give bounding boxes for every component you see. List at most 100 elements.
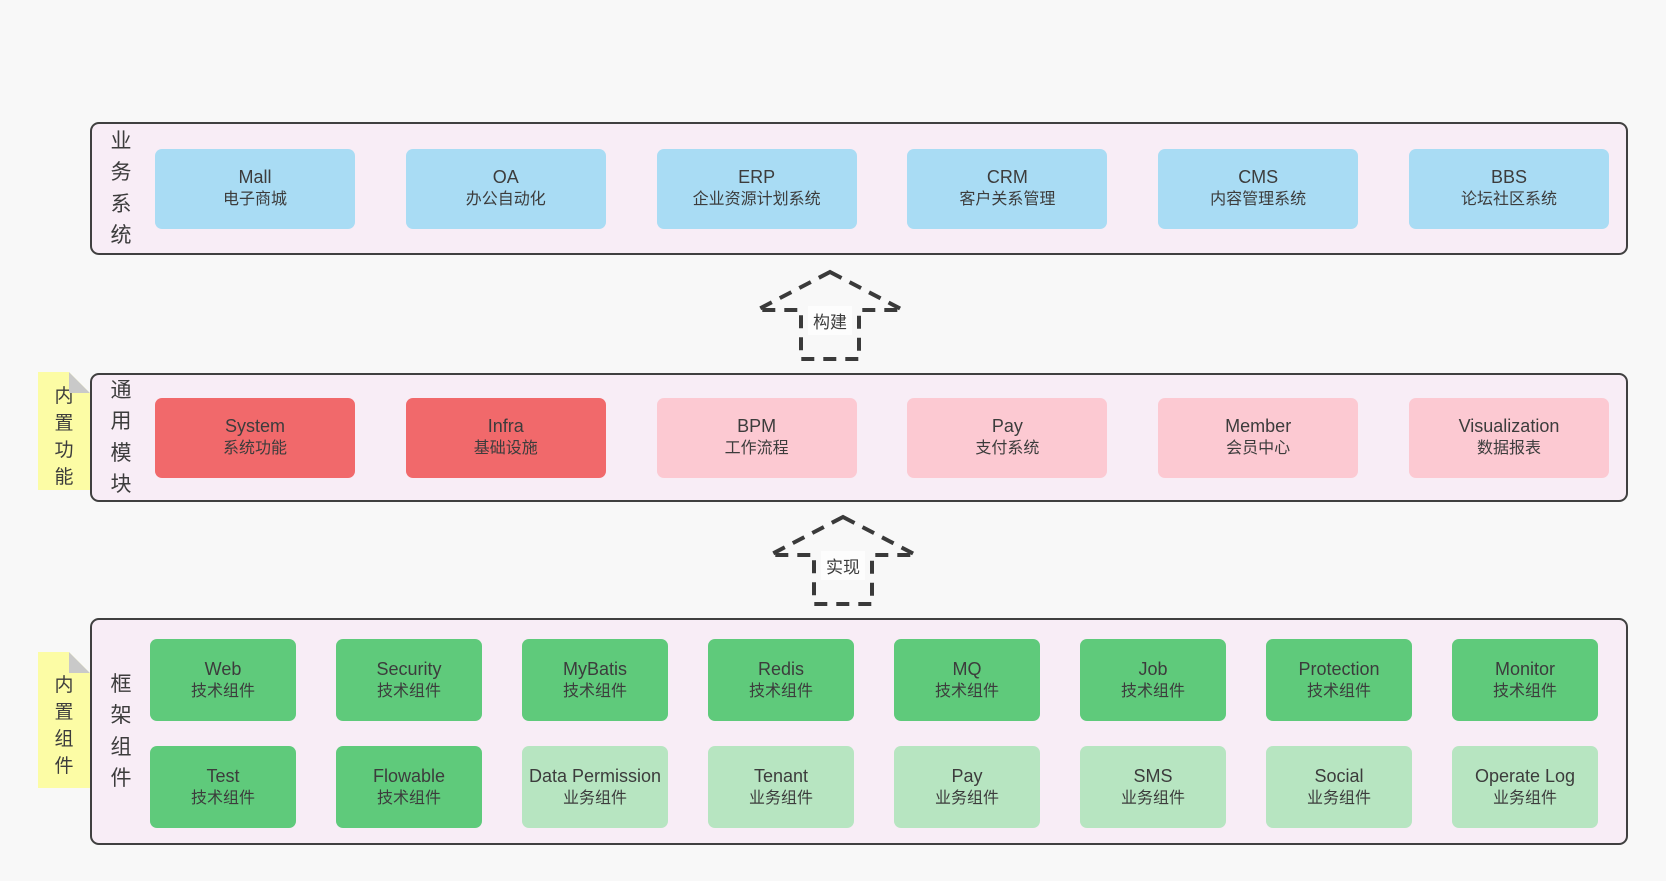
box-title: MQ xyxy=(952,658,982,679)
arrow-up-build: 构建 xyxy=(755,268,905,363)
box-social: Social 业务组件 xyxy=(1266,746,1412,828)
box-subtitle: 业务组件 xyxy=(748,789,813,807)
box-subtitle: 技术组件 xyxy=(1120,682,1185,700)
box-title: Flowable xyxy=(372,765,446,786)
box-bpm: BPM 工作流程 xyxy=(656,397,857,478)
box-title: MyBatis xyxy=(562,658,627,679)
arrow-up-implement: 实现 xyxy=(768,513,918,608)
box-job: Job 技术组件 xyxy=(1080,639,1226,721)
box-subtitle: 会员中心 xyxy=(1226,440,1291,458)
box-member: Member 会员中心 xyxy=(1158,397,1359,478)
box-subtitle: 技术组件 xyxy=(376,682,441,700)
box-subtitle: 技术组件 xyxy=(190,789,255,807)
components-row-1: Web 技术组件 Security 技术组件 MyBatis 技术组件 Redi… xyxy=(150,639,1598,721)
box-title: ERP xyxy=(738,167,776,188)
box-title: Monitor xyxy=(1494,658,1556,679)
arrow-build-label: 构建 xyxy=(808,306,852,335)
box-title: Operate Log xyxy=(1474,765,1576,786)
box-sms: SMS 业务组件 xyxy=(1080,746,1226,828)
dashed-up-arrow-icon xyxy=(756,269,904,361)
box-title: Job xyxy=(1138,658,1168,679)
box-subtitle: 电子商城 xyxy=(222,191,287,209)
dashed-up-arrow-icon xyxy=(769,514,917,606)
box-system: System 系统功能 xyxy=(155,397,355,478)
sticky-note-text: 内置组件 xyxy=(54,675,74,777)
box-title: System xyxy=(224,416,285,437)
box-subtitle: 技术组件 xyxy=(190,682,255,700)
box-title: SMS xyxy=(1133,765,1173,786)
box-subtitle: 工作流程 xyxy=(724,440,789,458)
box-title: Protection xyxy=(1298,658,1380,679)
box-subtitle: 支付系统 xyxy=(975,440,1040,458)
box-subtitle: 论坛社区系统 xyxy=(1460,191,1557,209)
box-subtitle: 业务组件 xyxy=(1120,789,1185,807)
box-erp: ERP 企业资源计划系统 xyxy=(656,148,857,229)
arrow-implement-label: 实现 xyxy=(821,551,865,580)
folded-corner-icon xyxy=(69,652,90,673)
box-mall: Mall 电子商城 xyxy=(155,148,355,229)
box-subtitle: 企业资源计划系统 xyxy=(692,191,821,209)
box-security: Security 技术组件 xyxy=(336,639,482,721)
box-subtitle: 内容管理系统 xyxy=(1210,191,1307,209)
box-title: BPM xyxy=(737,416,777,437)
box-subtitle: 技术组件 xyxy=(376,789,441,807)
components-row-2: Test 技术组件 Flowable 技术组件 Data Permission … xyxy=(150,746,1598,828)
box-data-permission: Data Permission 业务组件 xyxy=(522,746,668,828)
box-title: Tenant xyxy=(753,765,809,786)
sticky-note-builtin-features: 内置功能 xyxy=(38,372,90,490)
box-title: OA xyxy=(492,167,519,188)
box-pay-component: Pay 业务组件 xyxy=(894,746,1040,828)
box-title: CRM xyxy=(986,167,1028,188)
layer-business-label: 业务系统 xyxy=(110,129,132,248)
box-title: Test xyxy=(206,765,240,786)
box-title: Data Permission xyxy=(528,765,662,786)
box-subtitle: 业务组件 xyxy=(934,789,999,807)
box-title: Web xyxy=(204,658,242,679)
box-subtitle: 办公自动化 xyxy=(465,191,546,209)
box-title: Pay xyxy=(991,416,1023,437)
business-box-row: Mall 电子商城 OA 办公自动化 ERP 企业资源计划系统 CRM 客户关系… xyxy=(155,124,1609,253)
box-infra: Infra 基础设施 xyxy=(405,397,606,478)
layer-modules-label: 通用模块 xyxy=(110,378,132,497)
box-subtitle: 技术组件 xyxy=(1492,682,1557,700)
sticky-note-builtin-components: 内置组件 xyxy=(38,652,90,788)
box-mybatis: MyBatis 技术组件 xyxy=(522,639,668,721)
box-title: CMS xyxy=(1238,167,1279,188)
box-tenant: Tenant 业务组件 xyxy=(708,746,854,828)
box-protection: Protection 技术组件 xyxy=(1266,639,1412,721)
box-title: Pay xyxy=(951,765,983,786)
sticky-note-text: 内置功能 xyxy=(54,386,74,488)
box-web: Web 技术组件 xyxy=(150,639,296,721)
box-subtitle: 数据报表 xyxy=(1476,440,1541,458)
box-subtitle: 系统功能 xyxy=(222,440,287,458)
box-subtitle: 技术组件 xyxy=(1306,682,1371,700)
box-subtitle: 业务组件 xyxy=(562,789,627,807)
layer-business-systems: 业务系统 Mall 电子商城 OA 办公自动化 ERP 企业资源计划系统 CRM… xyxy=(90,122,1628,255)
box-monitor: Monitor 技术组件 xyxy=(1452,639,1598,721)
box-operate-log: Operate Log 业务组件 xyxy=(1452,746,1598,828)
layer-components-label: 框架组件 xyxy=(110,672,132,791)
modules-box-row: System 系统功能 Infra 基础设施 BPM 工作流程 Pay 支付系统… xyxy=(155,375,1609,500)
box-title: Mall xyxy=(238,167,272,188)
box-redis: Redis 技术组件 xyxy=(708,639,854,721)
box-oa: OA 办公自动化 xyxy=(405,148,606,229)
box-subtitle: 技术组件 xyxy=(748,682,813,700)
box-pay-system: Pay 支付系统 xyxy=(907,397,1108,478)
box-mq: MQ 技术组件 xyxy=(894,639,1040,721)
box-title: Visualization xyxy=(1458,416,1560,437)
box-title: BBS xyxy=(1490,167,1527,188)
box-subtitle: 客户关系管理 xyxy=(959,191,1056,209)
layer-framework-components: 框架组件 Web 技术组件 Security 技术组件 MyBatis 技术组件… xyxy=(90,618,1628,845)
box-title: Redis xyxy=(757,658,805,679)
box-test: Test 技术组件 xyxy=(150,746,296,828)
box-visualization: Visualization 数据报表 xyxy=(1408,397,1609,478)
box-cms: CMS 内容管理系统 xyxy=(1158,148,1359,229)
folded-corner-icon xyxy=(69,372,90,393)
box-subtitle: 技术组件 xyxy=(934,682,999,700)
box-flowable: Flowable 技术组件 xyxy=(336,746,482,828)
box-title: Security xyxy=(376,658,442,679)
box-title: Social xyxy=(1314,765,1364,786)
box-title: Infra xyxy=(487,416,524,437)
layer-common-modules: 通用模块 System 系统功能 Infra 基础设施 BPM 工作流程 Pay… xyxy=(90,373,1628,502)
